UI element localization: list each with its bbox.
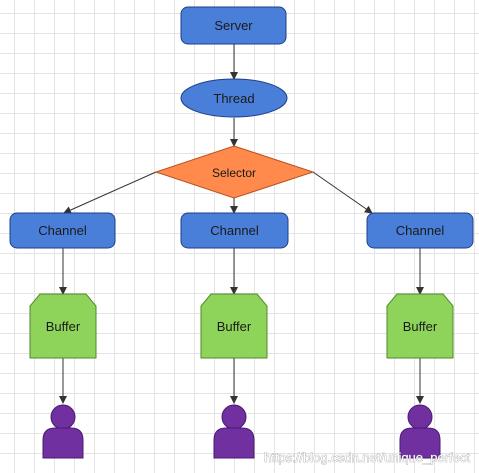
channel-node-left: Channel [9,212,116,249]
user-icon [213,404,255,459]
buffer-label: Buffer [403,319,438,334]
channel-label: Channel [210,223,259,238]
channel-label: Channel [396,223,445,238]
channel-node-mid: Channel [180,212,289,249]
buffer-label: Buffer [46,319,81,334]
user-icon [42,404,84,459]
user-icon [399,404,441,459]
server-node: Server [180,6,287,45]
buffer-node-mid: Buffer [200,293,268,359]
selector-node: Selector [154,145,315,199]
edge-selector-channel-right [312,171,373,214]
watermark-text: https://blog.csdn.net/unique_perfect [264,450,470,465]
channel-label: Channel [38,223,87,238]
edges [59,44,424,404]
buffer-node-right: Buffer [386,293,454,359]
server-label: Server [214,18,253,33]
buffer-label: Buffer [217,319,252,334]
buffer-node-left: Buffer [29,293,97,359]
edge-selector-channel-left [63,171,157,214]
thread-label: Thread [213,91,254,106]
thread-node: Thread [180,78,288,118]
selector-label: Selector [212,166,256,180]
channel-node-right: Channel [366,212,474,249]
